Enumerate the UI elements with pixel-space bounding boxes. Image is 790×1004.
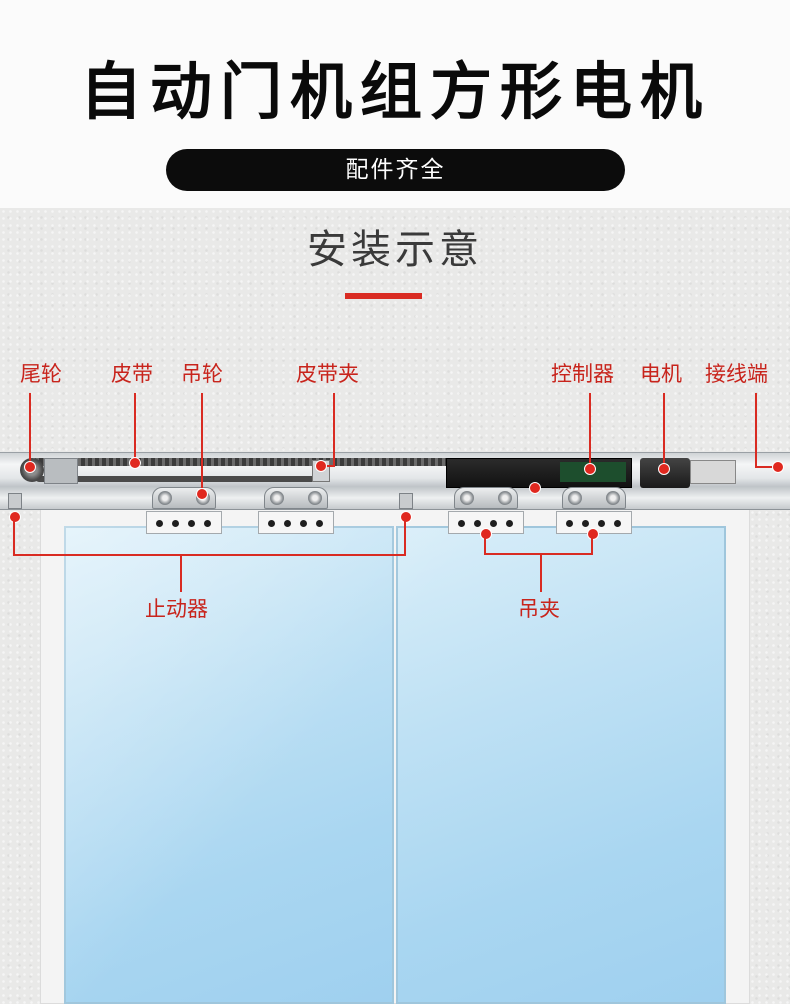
leader-tail-wheel: [29, 393, 31, 465]
header-banner: 自动门机组方形电机 配件齐全: [0, 0, 790, 208]
hanger-wheel: [568, 491, 582, 505]
label-hanging-clamp: 吊夹: [518, 597, 560, 621]
stopper-left: [8, 493, 22, 509]
marker-belt: [129, 457, 141, 469]
label-belt-clamp: 皮带夹: [296, 362, 359, 386]
leader-motor: [663, 393, 665, 468]
glass-door-left: [64, 526, 394, 1004]
subtitle-pill: 配件齐全: [166, 149, 625, 191]
leader-controller: [589, 393, 591, 468]
leader-terminal-elbow: [755, 466, 777, 468]
title-underline: [345, 293, 422, 299]
leader-belt-clamp-elbow: [320, 465, 335, 467]
hanger-assembly: [448, 487, 524, 534]
label-hanging-wheel: 吊轮: [181, 362, 223, 386]
tail-wheel-bracket: [44, 458, 78, 484]
terminal-box: [690, 460, 736, 484]
leader-hanging-clamp-left: [484, 537, 486, 554]
hanger-wheel: [606, 491, 620, 505]
label-terminal: 接线端: [705, 362, 768, 386]
label-motor: 电机: [640, 362, 682, 386]
hanger-plate: [258, 511, 334, 534]
hanger-wheel: [270, 491, 284, 505]
marker-belt-clamp: [315, 460, 327, 472]
marker-controller-link: [529, 482, 541, 494]
marker-motor: [658, 463, 670, 475]
marker-hanging-wheel: [196, 488, 208, 500]
hanger-wheel: [158, 491, 172, 505]
leader-stopper-right: [404, 520, 406, 555]
leader-terminal: [755, 393, 757, 468]
hanger-assembly: [258, 487, 334, 534]
leader-stopper-stem: [180, 554, 182, 592]
leader-stopper-bar: [13, 554, 406, 556]
marker-stopper-right: [400, 511, 412, 523]
marker-hanging-clamp-left: [480, 528, 492, 540]
marker-hanging-clamp-right: [587, 528, 599, 540]
marker-stopper-left: [9, 511, 21, 523]
label-tail-wheel: 尾轮: [20, 362, 62, 386]
hanger-plate: [448, 511, 524, 534]
hanger-wheel: [460, 491, 474, 505]
marker-tail-wheel: [24, 461, 36, 473]
hanger-wheel: [308, 491, 322, 505]
hanger-assembly: [146, 487, 222, 534]
label-stopper: 止动器: [145, 597, 208, 621]
label-controller: 控制器: [551, 362, 614, 386]
page-title: 自动门机组方形电机: [79, 55, 710, 128]
leader-belt: [134, 393, 136, 463]
label-belt: 皮带: [111, 362, 153, 386]
marker-controller: [584, 463, 596, 475]
hanger-plate: [146, 511, 222, 534]
drive-belt-lower: [36, 476, 326, 482]
glass-door-right: [396, 526, 726, 1004]
marker-terminal: [772, 461, 784, 473]
hanger-wheel: [498, 491, 512, 505]
section-title: 安装示意: [307, 227, 483, 273]
leader-stopper-left: [13, 520, 15, 555]
drive-belt: [32, 458, 452, 466]
hanger-assembly: [556, 487, 632, 534]
leader-hanging-clamp-bar: [484, 553, 593, 555]
leader-hanging-clamp-stem: [540, 553, 542, 592]
stopper-right: [399, 493, 413, 509]
hanger-plate: [556, 511, 632, 534]
leader-hanging-clamp-right: [591, 537, 593, 554]
leader-hanging-wheel: [201, 393, 203, 493]
leader-belt-clamp: [333, 393, 335, 465]
